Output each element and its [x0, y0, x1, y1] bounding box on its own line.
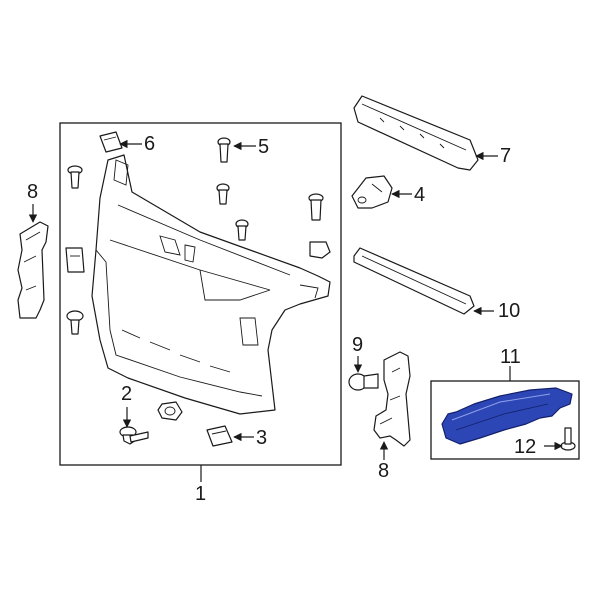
bracket-4 [351, 175, 393, 209]
screw-left [66, 310, 84, 335]
callout-6: 6 [144, 133, 156, 155]
push-pin-left [67, 165, 83, 189]
callout-7: 7 [500, 145, 512, 167]
bolt-5-d [308, 193, 324, 221]
push-pin-9 [348, 373, 379, 391]
bolt-5-a [217, 137, 231, 163]
nut-right [309, 241, 331, 259]
radiator-support-part [91, 154, 331, 415]
bolt-2 [119, 426, 149, 445]
callout-5: 5 [258, 136, 270, 158]
callout-10: 10 [498, 300, 521, 322]
bracket-8-bottom [373, 351, 411, 447]
callout-3: 3 [256, 427, 268, 449]
screw-12 [560, 427, 576, 451]
shield-detail-box [430, 380, 580, 460]
callout-2: 2 [121, 383, 133, 405]
callout-8-bottom: 8 [378, 460, 390, 482]
bracket-8-left [17, 221, 49, 319]
callout-11: 11 [500, 346, 521, 368]
u-nut-3 [206, 425, 233, 447]
nut-center [157, 401, 183, 421]
bolt-5-c [235, 219, 249, 241]
deflector-7 [353, 95, 479, 171]
seal-10 [353, 247, 475, 315]
clip-left [65, 247, 85, 273]
callout-1: 1 [195, 483, 207, 505]
callout-4: 4 [414, 184, 426, 206]
callout-9: 9 [352, 334, 364, 356]
bolt-5-b [216, 183, 230, 205]
callout-8-left: 8 [27, 181, 39, 203]
callout-12: 12 [514, 436, 537, 458]
u-nut-6 [99, 131, 123, 153]
air-deflector-shield-11 [441, 387, 573, 445]
